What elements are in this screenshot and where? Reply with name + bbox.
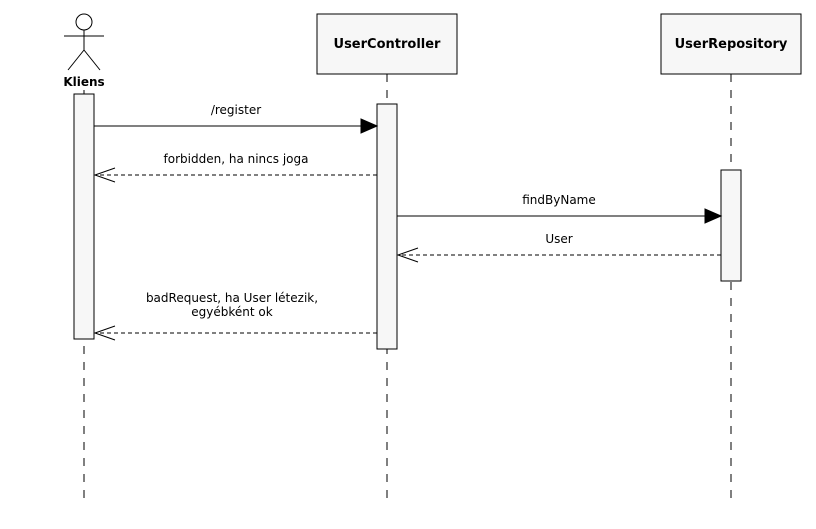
participant-box-usercontroller [316, 13, 458, 75]
message-findbyname-label: findByName [522, 193, 596, 207]
actor-kliens: Kliens [63, 13, 105, 89]
participant-label-userrepository: UserRepository [675, 37, 788, 52]
participant-userrepository: UserRepository [660, 13, 802, 75]
actor-right-leg [83, 49, 101, 71]
message-badrequest: badRequest, ha User létezik, egyébként o… [93, 291, 377, 341]
message-badrequest-label-line1: badRequest, ha User létezik, [146, 291, 318, 305]
participant-label-usercontroller: UserController [334, 37, 442, 52]
message-findbyname: findByName [397, 193, 723, 224]
actor-left-leg [67, 49, 85, 71]
message-badrequest-label-line2: egyébként ok [191, 305, 272, 319]
message-findbyname-arrowhead [704, 208, 723, 224]
activation-userrepository [720, 169, 742, 282]
message-forbidden: forbidden, ha nincs joga [93, 152, 377, 183]
actor-head [75, 13, 93, 31]
message-register: /register [94, 103, 379, 134]
participant-usercontroller: UserController [316, 13, 458, 75]
message-badrequest-arrowhead [93, 325, 116, 341]
message-forbidden-arrowhead [93, 167, 116, 183]
activation-kliens [73, 93, 95, 340]
message-register-arrowhead [360, 118, 379, 134]
actor-label-kliens: Kliens [63, 75, 104, 89]
message-user-label: User [545, 232, 572, 246]
message-user-arrowhead [396, 247, 419, 263]
participant-box-userrepository [660, 13, 802, 75]
message-register-label: /register [211, 103, 261, 117]
message-forbidden-label: forbidden, ha nincs joga [164, 152, 309, 166]
message-user: User [396, 232, 721, 263]
activation-usercontroller [376, 103, 398, 350]
